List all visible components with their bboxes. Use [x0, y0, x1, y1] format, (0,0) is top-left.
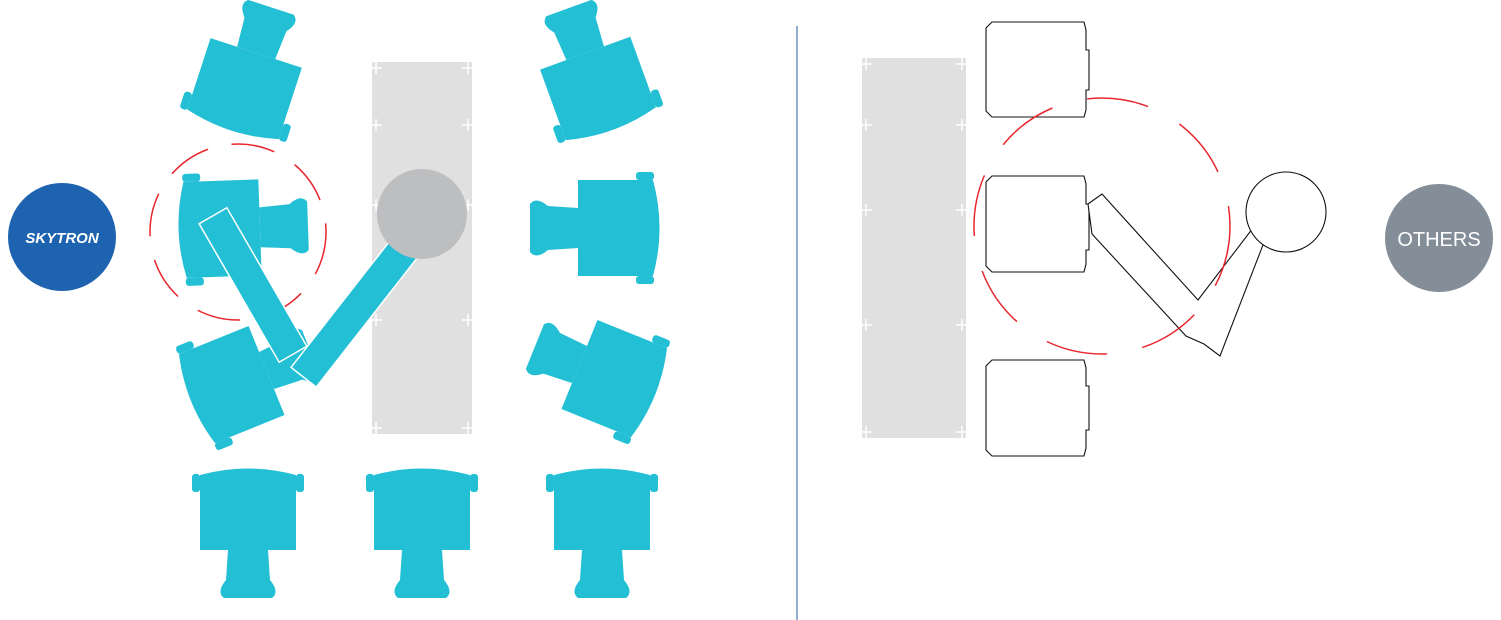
- others-logo: OTHERS: [1385, 184, 1493, 292]
- monitor-outline: [985, 175, 1090, 273]
- skytron-logo: SKYTRON: [8, 183, 116, 291]
- arm-mount-outline: [1245, 171, 1327, 253]
- cart-symbol: [530, 172, 660, 284]
- cart-symbol: [513, 294, 676, 447]
- reach-circle: [149, 143, 327, 321]
- cart-symbol: [516, 0, 666, 149]
- cart-symbol: [546, 468, 658, 598]
- ceiling-mount-hub: [377, 169, 467, 259]
- skytron-logo-text: SKYTRON: [25, 230, 100, 247]
- cart-symbol: [177, 0, 325, 148]
- skytron-boom-arm: [198, 169, 467, 389]
- cart-symbol: [366, 468, 478, 598]
- others-logo-text: OTHERS: [1397, 229, 1480, 251]
- boom-arm-segment: [198, 206, 308, 364]
- monitor-outline: [985, 21, 1090, 118]
- other-monitors: [985, 21, 1090, 457]
- skytron-logo-circle: [8, 183, 116, 291]
- others-logo-circle: [1385, 184, 1493, 292]
- cart-symbol: [192, 468, 304, 598]
- articulated-arm-outline: [1087, 193, 1269, 357]
- reach-circle: [973, 97, 1231, 355]
- monitor-outline: [985, 359, 1090, 457]
- right-table: [859, 57, 969, 439]
